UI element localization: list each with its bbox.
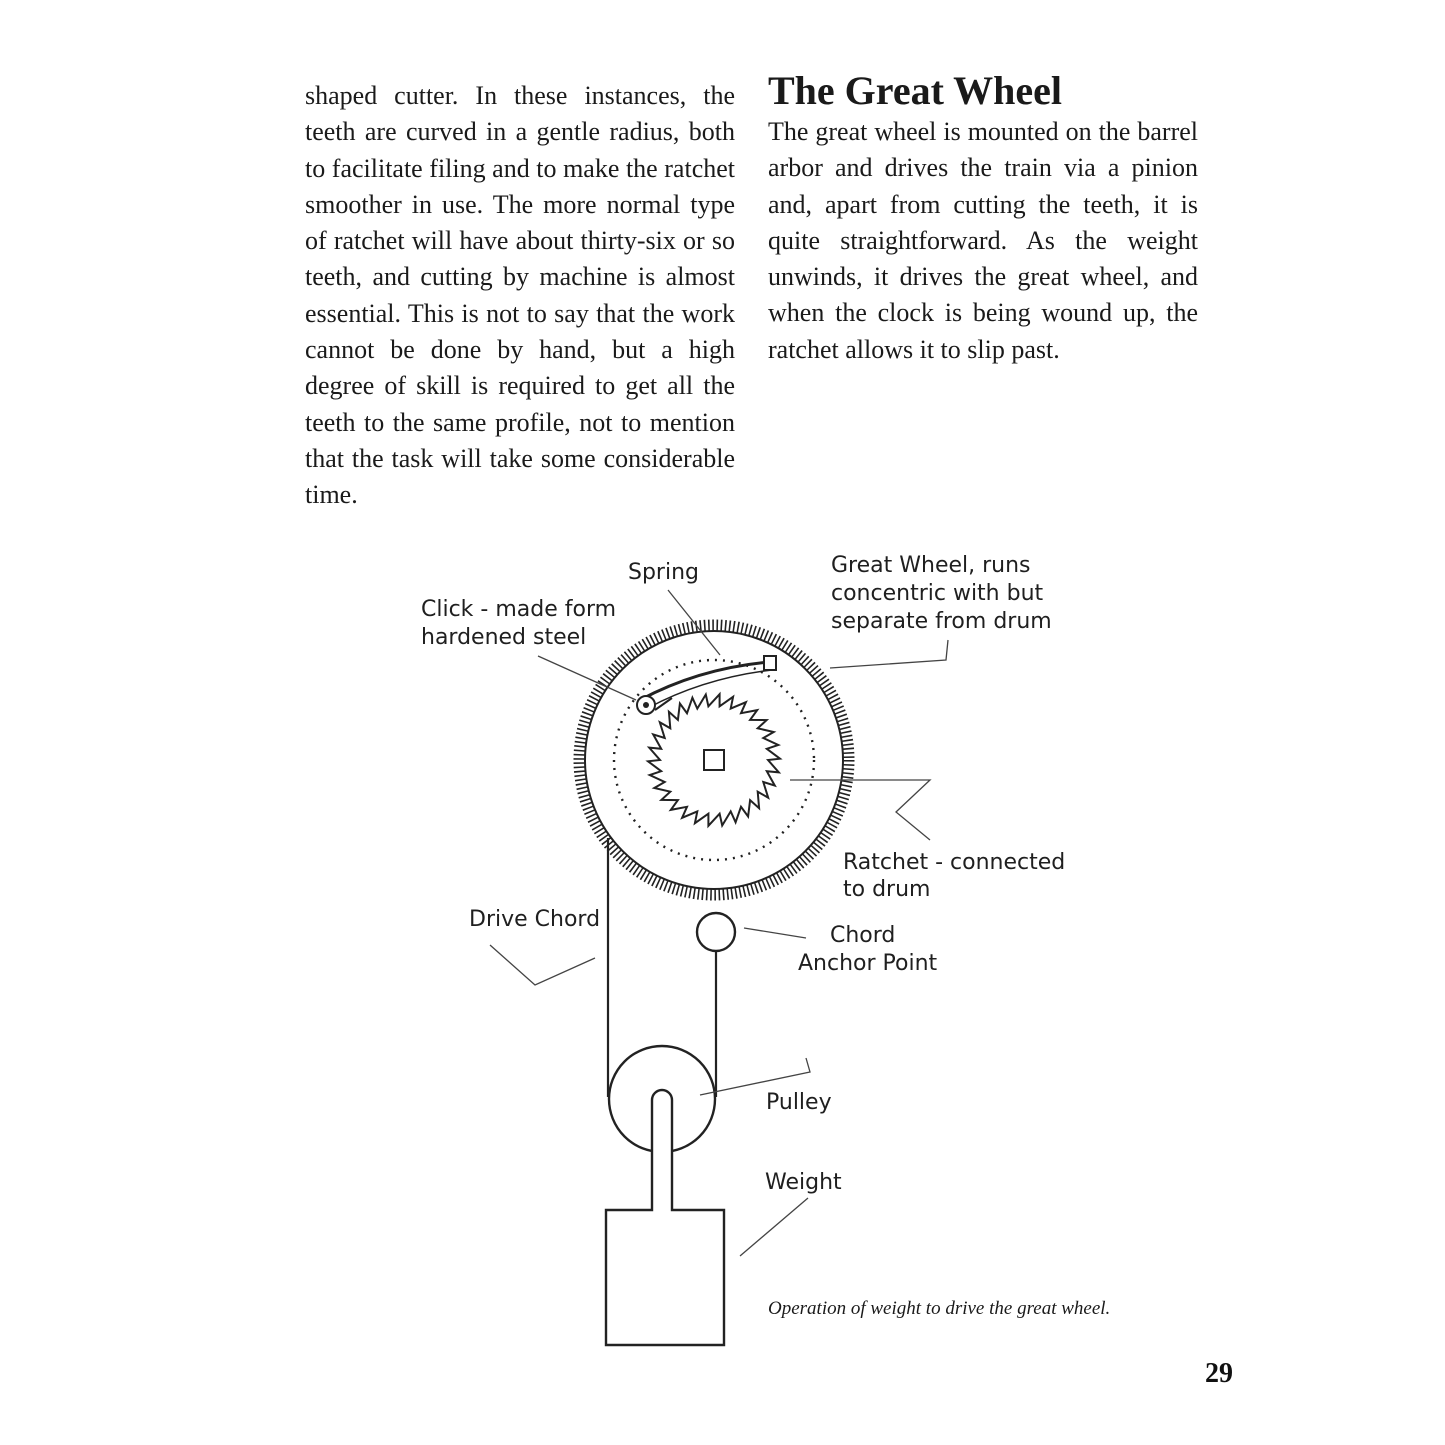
- arbor-square: [703, 749, 725, 771]
- label-anchor-line1: Chord: [830, 923, 895, 948]
- label-great-wheel-line2: concentric with but: [831, 581, 1044, 606]
- ratchet-wheel: [645, 691, 783, 829]
- label-great-wheel-line1: Great Wheel, runs: [831, 553, 1031, 578]
- label-weight: Weight: [765, 1170, 842, 1195]
- label-click-line2: hardened steel: [421, 625, 586, 650]
- page-number: 29: [1205, 1358, 1233, 1389]
- label-spring: Spring: [628, 560, 699, 585]
- weight: [604, 1088, 726, 1347]
- label-drive-chord: Drive Chord: [469, 907, 600, 932]
- label-pulley: Pulley: [766, 1090, 832, 1115]
- left-paragraph: shaped cutter. In these instances, the t…: [305, 81, 735, 510]
- left-column: shaped cutter. In these instances, the t…: [305, 78, 735, 514]
- chord-anchor-point: [695, 911, 737, 953]
- right-paragraph: The great wheel is mounted on the barrel…: [768, 117, 1198, 364]
- drive-chord: [606, 838, 718, 1097]
- label-ratchet-line1: Ratchet - connected: [843, 850, 1065, 875]
- label-click-line1: Click - made form: [421, 597, 616, 622]
- drum-circle: [612, 658, 816, 862]
- figure-caption: Operation of weight to drive the great w…: [768, 1298, 1111, 1319]
- leader-lines: [489, 589, 949, 1257]
- right-column: The Great Wheel The great wheel is mount…: [768, 68, 1198, 368]
- click-and-spring: [636, 655, 777, 715]
- label-great-wheel-line3: separate from drum: [831, 609, 1052, 634]
- great-wheel: [573, 619, 855, 901]
- section-heading: The Great Wheel: [768, 68, 1063, 113]
- label-ratchet-line2: to drum: [843, 877, 930, 902]
- label-anchor-line2: Anchor Point: [798, 951, 938, 976]
